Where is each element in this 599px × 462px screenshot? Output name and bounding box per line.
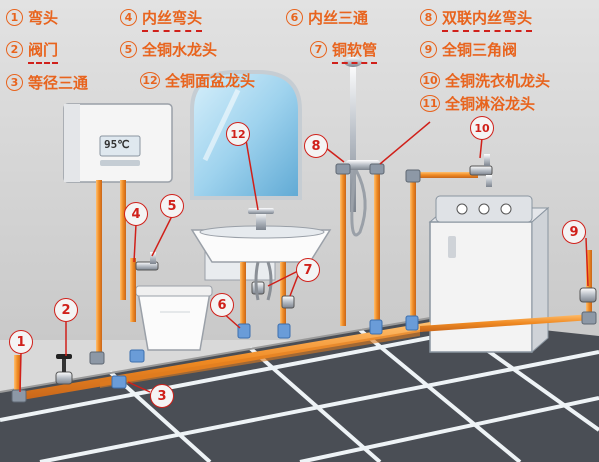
legend-number: 4	[120, 9, 137, 26]
legend-item-9: 9 全铜三角阀	[420, 39, 517, 60]
legend-item-5: 5 全铜水龙头	[120, 39, 217, 60]
callout-9: 9	[562, 220, 586, 244]
heater-display: 95℃	[104, 138, 130, 151]
pipe-fittings	[11, 163, 597, 403]
legend-number: 3	[6, 74, 23, 91]
legend-item-11: 11 全铜淋浴龙头	[420, 93, 535, 114]
legend-label: 弯头	[28, 9, 59, 27]
legend-label: 阀门	[28, 41, 59, 64]
valves-and-taps	[55, 154, 597, 385]
callout-7: 7	[296, 258, 320, 282]
legend-item-10: 10 全铜洗衣机龙头	[420, 70, 550, 91]
legend-item-3: 3 等径三通	[6, 72, 88, 93]
legend-label: 全铜水龙头	[142, 41, 218, 59]
water-heater	[63, 103, 173, 183]
legend-label: 双联内丝弯头	[442, 9, 533, 32]
legend-label: 等径三通	[28, 74, 89, 92]
legend-number: 11	[420, 95, 440, 112]
legend-number: 10	[420, 72, 440, 89]
legend-label: 铜软管	[332, 41, 378, 64]
legend-number: 5	[120, 41, 137, 58]
callout-8: 8	[304, 134, 328, 158]
legend-number: 2	[6, 41, 23, 58]
callout-5: 5	[160, 194, 184, 218]
legend-item-7: 7 铜软管	[310, 39, 378, 64]
callout-1: 1	[9, 330, 33, 354]
floor-grid	[0, 328, 599, 462]
legend-item-1: 1 弯头	[6, 7, 58, 28]
legend-label: 全铜淋浴龙头	[445, 95, 536, 113]
callout-6: 6	[210, 293, 234, 317]
legend-label: 全铜洗衣机龙头	[445, 72, 551, 90]
legend-number: 1	[6, 9, 23, 26]
legend-item-6: 6 内丝三通	[286, 7, 368, 28]
legend-number: 8	[420, 9, 437, 26]
legend-label: 全铜三角阀	[442, 41, 518, 59]
legend-number: 12	[140, 72, 160, 89]
legend-number: 6	[286, 9, 303, 26]
callout-12: 12	[226, 122, 250, 146]
callout-2: 2	[54, 298, 78, 322]
callout-3: 3	[150, 384, 174, 408]
copper-hoses	[254, 261, 273, 301]
legend-number: 7	[310, 41, 327, 58]
callout-4: 4	[124, 202, 148, 226]
legend-item-8: 8 双联内丝弯头	[420, 7, 533, 32]
legend: 1 弯头 2 阀门 3 等径三通 4 内丝弯头 5 全铜水龙头 12 全铜面盆龙…	[0, 0, 599, 113]
callout-10: 10	[470, 116, 494, 140]
wash-basin	[190, 208, 332, 281]
callout-leaders	[19, 121, 589, 393]
legend-label: 全铜面盆龙头	[165, 72, 256, 90]
legend-item-12: 12 全铜面盆龙头	[140, 70, 255, 91]
legend-label: 内丝三通	[308, 9, 369, 27]
mop-sink	[135, 285, 213, 351]
legend-number: 9	[420, 41, 437, 58]
washing-machine	[428, 195, 550, 354]
legend-item-2: 2 阀门	[6, 39, 59, 64]
legend-item-4: 4 内丝弯头	[120, 7, 203, 32]
legend-label: 内丝弯头	[142, 9, 203, 32]
